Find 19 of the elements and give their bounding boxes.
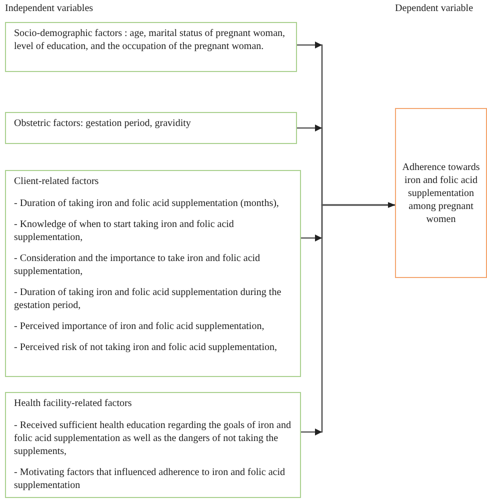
- factor-box: [5, 112, 297, 144]
- factor-text: - Knowledge of when to start taking iron and folic acid supplementation,: [14, 218, 235, 244]
- factor-text: Health facility-related factors: [14, 397, 133, 410]
- factor-text: Obstetric factors: gestation period, gravidity: [14, 117, 192, 130]
- factor-box: [5, 22, 297, 72]
- outcome-box: [395, 108, 487, 278]
- factor-box: [5, 392, 301, 498]
- factor-text: - Duration of taking iron and folic acid supplementation (months),: [14, 197, 280, 210]
- factor-text: - Received sufficient health education regarding the goals of iron and folic acid supplementation as well as the dangers of not taking the supplements,: [14, 419, 292, 458]
- factor-text: - Consideration and the importance to take iron and folic acid supplementation,: [14, 252, 262, 278]
- factor-text: Socio-demographic factors : age, marital status of pregnant woman, level of education, and the occupation of the pregnant woman.: [14, 27, 286, 53]
- factor-text: Adherence towards iron and folic acid supplementation among pregnant women: [402, 160, 480, 226]
- factor-text: - Perceived importance of iron and folic acid supplementation,: [14, 320, 266, 333]
- column-heading: Dependent variable: [395, 3, 474, 14]
- factor-box: [5, 170, 301, 377]
- factor-text: - Duration of taking iron and folic acid supplementation during the gestation period,: [14, 286, 282, 312]
- factor-text: Client-related factors: [14, 175, 100, 188]
- factor-text: - Motivating factors that influenced adherence to iron and folic acid supplementation: [14, 466, 286, 492]
- factor-text: - Perceived risk of not taking iron and folic acid supplementation,: [14, 341, 278, 354]
